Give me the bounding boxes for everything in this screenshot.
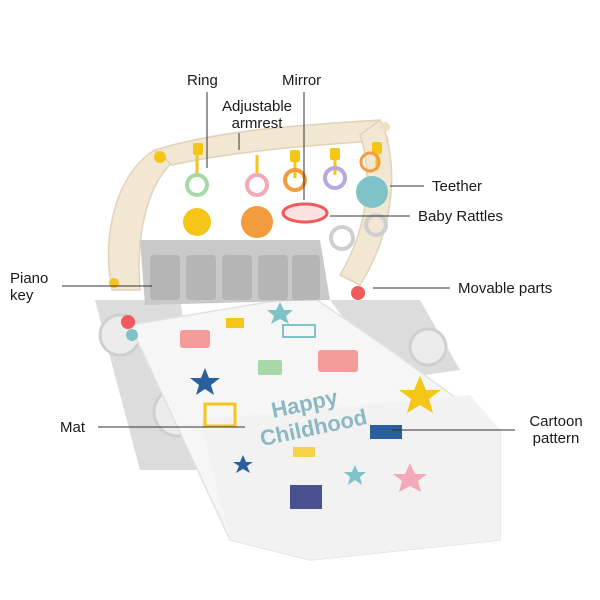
movable-parts-label: Movable parts [458,280,553,297]
star-shape [393,463,427,492]
bead-toy [121,315,135,329]
piano-keyboard [140,240,330,305]
lion-toy [241,206,273,238]
crown-shape [290,485,322,509]
elephant-toy [356,176,388,208]
piano-key [258,255,288,300]
cartoon-pattern-line2: pattern [532,430,580,447]
house-shape [258,360,282,375]
bee-toy [183,208,211,236]
arch-knob [380,122,390,132]
star-shape [267,302,293,324]
piano-key [222,255,252,300]
piano-key [186,255,216,300]
piano-key [292,255,320,300]
arch-clip [290,150,300,162]
adjustable-armrest-label: Adjustable armrest [209,98,305,132]
crown-shape [293,447,315,457]
adjustable-armrest-line2: armrest [231,115,283,132]
rattle-toy [364,213,388,237]
leader-lines [62,92,515,431]
ring-toy [323,166,347,190]
crown-shape [282,324,316,338]
hanging-toys [121,151,388,341]
crown-shape [226,318,244,328]
rattle-toy [329,225,355,251]
piano-key [150,255,180,300]
ring-toy [245,173,269,197]
piano-key-line1: Piano [10,270,49,287]
star-shape [399,376,441,413]
star-shape [344,465,366,485]
crown-shape [203,402,237,428]
arch-clip [372,142,382,154]
baby-rattles-label: Baby Rattles [418,208,504,225]
ring-toy [359,151,381,173]
ring-label: Ring [187,72,218,89]
arch-clip [330,148,340,160]
play-mat: Happy Childhood [128,294,501,561]
adjustable-armrest-line1: Adjustable [221,98,293,115]
mirror-toy [281,202,329,224]
ring-toy [283,168,307,192]
mat-pattern [180,302,441,509]
crown-shape [370,425,402,439]
cartoon-pattern-label: Cartoon pattern [520,413,592,447]
star-shape [190,368,220,395]
arch-knob [154,151,166,163]
bead-toy [351,286,365,300]
piano-key-line2: key [10,287,34,304]
teether-label: Teether [432,178,483,195]
mirror-label: Mirror [282,72,322,89]
house-shape [180,330,210,348]
ring-toy [185,173,209,197]
bead-toy [126,329,138,341]
right-wheel [408,327,448,367]
house-shape [318,350,358,372]
arch-clip [193,143,203,155]
piano-key-label: Piano key [10,270,48,304]
cartoon-pattern-line1: Cartoon [529,413,583,430]
star-shape [233,455,253,473]
mat-label: Mat [60,419,86,436]
